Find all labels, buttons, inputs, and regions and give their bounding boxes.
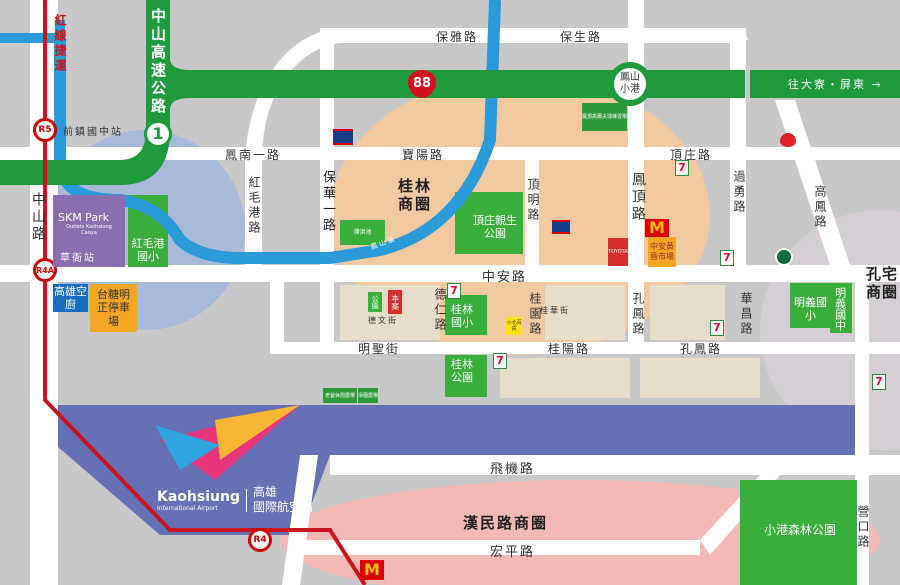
seven-eleven-icon: 7 [720,250,734,266]
kongzhai-business-district: 孔宅商圈 [866,265,899,301]
farm-1: 老爸休閒農場 [323,388,357,403]
xiaobei-store: 小北百貨 [506,317,522,335]
airport-name-zh-2: 國際航空站 [252,500,313,514]
road-fengnan1: 鳳南一路 [225,148,282,162]
mingyi-elementary: 明義國小 [794,295,827,322]
taitang-parking: 台糖明正停車場 [90,284,137,332]
interchange-bottom-label: 小港 [620,84,640,95]
toyota-dealer: TOYOTA [608,238,628,266]
small-park: 公園 [368,292,382,312]
guilin-elementary: 桂林國小 [451,302,473,329]
station-r4a-name: 草衙站 [60,253,96,264]
hongmaogang-elementary: 紅毛港國小 [131,236,165,263]
road-feiji: 飛機路 [490,462,536,477]
gas-station-icon [552,220,570,234]
interchange-top-label: 鳳山 [620,72,640,83]
station-r4[interactable]: R4 [248,528,272,552]
road-mingsheng: 明聖街 [358,342,401,356]
road-kongfeng-vertical: 孔鳳路 [631,292,645,337]
kaohsiung-arena: 高雄空廚 [53,284,88,312]
road-zhongan: 中安路 [482,270,528,285]
road-baoya: 保雅路 [436,30,479,44]
station-r5[interactable]: R5 [33,118,57,142]
road-baohua1: 保華一路 [320,170,335,234]
mingyi-junior-high: 明義國中 [833,287,847,331]
road-kongfeng-horizontal: 孔鳳路 [680,342,723,356]
road-guiyang: 桂陽路 [548,342,591,356]
mcdonalds-icon: M [360,560,384,580]
farm-2: 淨園農場 [358,388,378,403]
road-deren: 德仁路 [433,288,447,333]
highways [0,0,900,185]
zhongan-market: 中安黃昏市場 [648,237,676,267]
road-zhongshan: 中山路 [30,192,46,243]
seven-eleven-icon: 7 [872,374,886,390]
road-guiyuan: 桂園路 [528,292,542,337]
seven-eleven-icon: 7 [675,160,689,176]
golf-range: 鳳頂高爾夫球練習場 [582,103,627,131]
route-88-shield: 88 [408,70,436,98]
road-hongping: 宏平路 [490,545,536,560]
direction-daliao-pingtung: 往大寮・屏東 → [788,78,883,91]
road-baoyang: 寶陽路 [402,148,445,162]
seven-eleven-icon: 7 [493,353,507,369]
zhongshan-highway-label: 中山高速公路 [149,8,167,116]
detention-pond: 滯洪池 [353,228,372,236]
guilin-park: 桂林公園 [451,357,473,384]
station-r5-name: 前鎮國中站 [63,127,123,138]
parks [128,192,857,585]
road-dewen: 德文街 [368,316,398,325]
metro-line-label: 紅線捷運 [53,14,67,74]
skm-park-label: SKM Park [58,211,109,224]
fengshan-xiaogang-interchange[interactable]: 鳳山小港 [608,62,652,106]
hanmin-business-area [280,480,880,585]
hanmin-business-district: 漢民路商圈 [463,514,549,532]
mcdonalds-icon: M [645,219,669,237]
road-guoyong: 過勇路 [732,170,746,215]
guilin-business-district: 桂林商圈 [398,177,433,213]
seven-eleven-icon: 7 [447,283,461,299]
airport-subname-en: International Airport [157,504,218,512]
road-gaofeng: 高鳳路 [813,185,827,230]
route-1-shield: 1 [144,120,172,148]
gas-station-icon [333,129,353,145]
seven-eleven-icon: 7 [710,320,724,336]
road-dingzhuang: 頂庄路 [670,148,713,162]
airport-name-en: Kaohsiung [157,488,240,505]
heart-logo-icon [780,133,796,147]
road-baosheng: 保生路 [560,30,603,44]
airport-name-zh-1: 高雄 [252,485,277,499]
this-case-marker[interactable]: 本案 [388,290,402,314]
road-fengding: 鳳頂路 [630,172,646,223]
road-hongmaogang: 紅毛港路 [247,176,261,236]
starbucks-icon [775,248,793,266]
xiaogang-forest-park: 小港森林公園 [763,522,836,537]
road-guihua: 桂華街 [540,306,570,315]
road-dingming: 頂明路 [526,178,540,223]
skm-park-sublabel: Outlets Kaohsiung Caoya [66,224,112,237]
airport-label: Kaohsiung International Airport 高雄 國際航空站 [157,485,313,515]
dingzhuang-park: 頂庄親生公園 [473,213,517,240]
road-yingkou: 營口路 [856,505,870,550]
road-huachang: 華昌路 [739,292,753,337]
